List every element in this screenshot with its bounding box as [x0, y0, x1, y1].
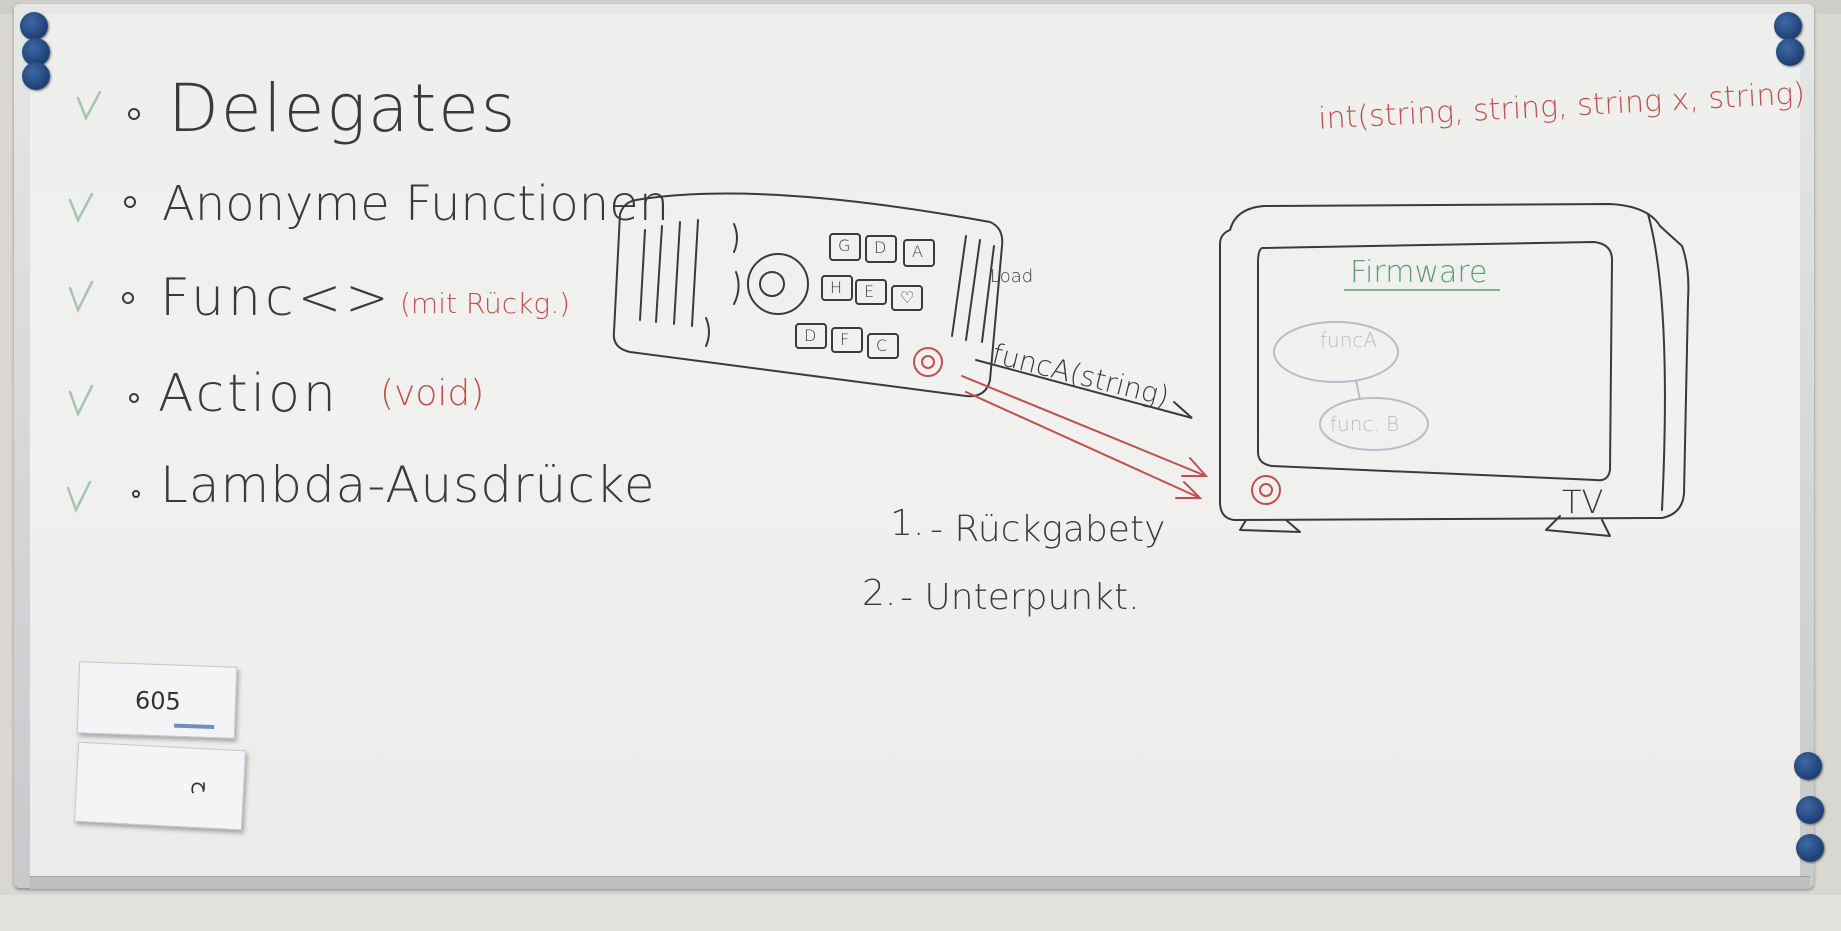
magnet-icon[interactable]	[1774, 12, 1802, 40]
remote-button[interactable]: G	[838, 236, 851, 255]
topic-action-note: (void)	[380, 373, 485, 414]
topic-lambda: Lambda-Ausdrücke	[160, 456, 656, 514]
remote-button[interactable]: A	[912, 242, 923, 261]
check-marks	[66, 90, 102, 514]
eraser-label: ح	[191, 780, 216, 795]
magnet-icon[interactable]	[22, 38, 50, 66]
question-2-number: 2.	[862, 573, 897, 614]
firmware-functions	[1273, 321, 1429, 451]
bullet-points	[122, 108, 140, 498]
magnet-icon[interactable]	[20, 12, 48, 40]
tv-label: TV	[1562, 483, 1604, 521]
topic-func-note: (mit Rückg.)	[400, 287, 571, 320]
topic-action: Action	[158, 364, 339, 424]
remote-label: Load	[990, 266, 1034, 287]
eraser[interactable]: ح	[74, 741, 246, 831]
remote-power-button	[913, 347, 943, 377]
remote-button[interactable]: ♡	[900, 288, 915, 307]
wall-bottom	[0, 895, 1841, 931]
remote-control-drawing	[612, 192, 1004, 398]
eraser-brand-stripe	[174, 723, 215, 730]
remote-button[interactable]: C	[876, 336, 888, 355]
marker-tray	[30, 876, 1810, 889]
remote-button[interactable]: D	[804, 326, 817, 345]
question-1-text: - Rückgabety	[930, 509, 1166, 550]
topic-anonyme-functionen: Anonyme Functionen	[162, 176, 670, 232]
remote-button[interactable]: H	[830, 278, 843, 297]
magnet-icon[interactable]	[1794, 752, 1822, 780]
topic-delegates: Delegates	[168, 70, 518, 147]
tv-func-a: funcA	[1320, 328, 1378, 352]
magnet-icon[interactable]	[1776, 38, 1804, 66]
whiteboard-surface	[30, 14, 1800, 876]
eraser-label: 605	[134, 686, 182, 716]
signal-arrows	[961, 375, 1209, 499]
topic-func: Func<>	[160, 268, 393, 328]
arrow-line	[975, 359, 1193, 419]
tv-func-b: func. B	[1330, 412, 1400, 436]
tv-firmware-label: Firmware	[1350, 255, 1488, 290]
remote-button[interactable]: F	[840, 330, 850, 349]
eraser[interactable]: 605	[76, 661, 238, 739]
question-1-number: 1.	[890, 503, 925, 544]
tv-drawing	[1219, 203, 1690, 537]
tv-power-button	[1251, 475, 1281, 505]
magnet-icon[interactable]	[22, 62, 50, 90]
question-2-text: - Unterpunkt.	[900, 577, 1140, 618]
magnet-icon[interactable]	[1796, 796, 1824, 824]
remote-button[interactable]: D	[874, 238, 887, 257]
remote-button[interactable]: E	[864, 282, 875, 301]
magnet-icon[interactable]	[1796, 834, 1824, 862]
